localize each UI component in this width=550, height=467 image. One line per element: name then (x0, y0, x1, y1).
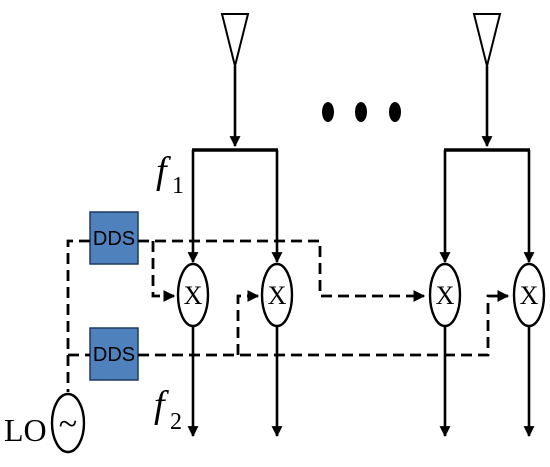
dds-top: DDS (89, 211, 139, 265)
f1-symbol: f (156, 150, 171, 192)
mixer-outputs (187, 326, 535, 438)
mixer-2: X (260, 262, 294, 328)
lo-source: LO ~ (4, 392, 86, 454)
dds-bottom: DDS (89, 327, 139, 381)
dds-bottom-bus (138, 290, 510, 357)
mixer-4: X (512, 262, 546, 328)
antenna-left (220, 13, 250, 148)
f1-subscript: 1 (172, 173, 184, 199)
antenna-icon (220, 13, 250, 67)
ellipsis-dots (322, 102, 401, 122)
mixer-3-label: X (436, 281, 455, 310)
mixer-1-label: X (184, 281, 203, 310)
dds-bottom-label: DDS (93, 344, 135, 366)
dds-top-bus (138, 239, 426, 302)
f2-subscript: 2 (170, 409, 182, 435)
oscillator-tilde: ~ (59, 406, 77, 443)
mixer-4-label: X (520, 281, 539, 310)
splitter-right (439, 148, 535, 264)
splitter-left (187, 148, 283, 264)
f2-symbol: f (154, 384, 169, 426)
lo-distribution (66, 239, 90, 392)
f1-label: f 1 (156, 150, 184, 199)
mixer-2-label: X (268, 281, 287, 310)
oscillator-icon (50, 392, 86, 454)
lo-label: LO (4, 412, 47, 448)
antenna-icon (472, 13, 502, 67)
mixer-3: X (428, 262, 462, 328)
f2-label: f 2 (154, 384, 182, 435)
dds-top-label: DDS (93, 228, 135, 250)
antenna-right (472, 13, 502, 148)
mixer-1: X (176, 262, 210, 328)
